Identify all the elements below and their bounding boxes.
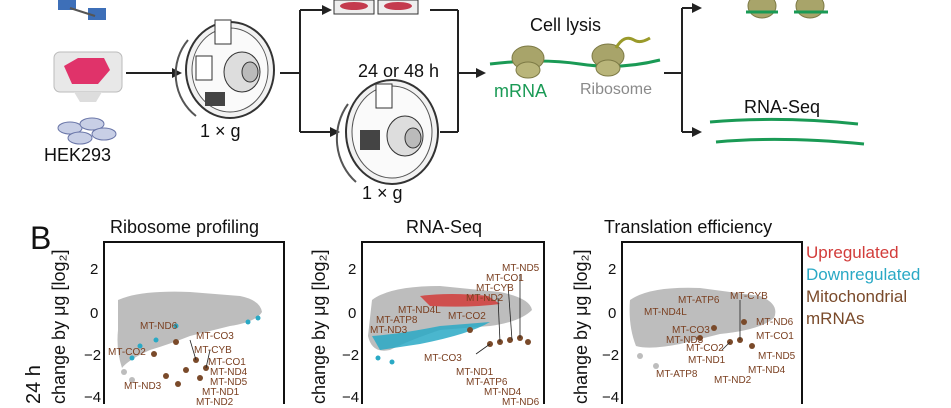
mito-label: MT-CYB (730, 291, 768, 302)
centrifuge-1-icon (174, 19, 275, 119)
mito-label: MT-ND4L (644, 307, 687, 318)
cells-icon (57, 117, 117, 145)
ytick-3-m2: −2 (602, 347, 620, 364)
mito-label: MT-CYB (194, 345, 232, 356)
ribosome-footprints-icon (746, 0, 828, 19)
gravity-label-2: 1 × g (362, 183, 403, 203)
mito-label: MT-ND6 (502, 397, 540, 408)
scatter-cloud-1 (117, 291, 262, 387)
branch-arrows (280, 5, 340, 137)
mito-label: MT-ND5 (210, 377, 248, 388)
plot-title-2: RNA-Seq (406, 217, 483, 237)
mito-label: MT-CO3 (196, 331, 234, 342)
plot-frame-3 (621, 241, 803, 404)
mito-label: MT-ND3 (666, 335, 704, 346)
centrifuge-2-icon (335, 79, 439, 185)
mito-label: MT-ATP8 (656, 369, 698, 380)
mito-label: MT-ATP8 (376, 315, 418, 326)
mito-label: MT-ND2 (466, 293, 504, 304)
ytick-1-2: 2 (90, 261, 99, 278)
mito-label: MT-ND2 (196, 397, 234, 408)
scatter-cloud-2 (368, 286, 532, 365)
plot-title-3: Translation efficiency (604, 217, 773, 237)
plot-frame-2 (361, 241, 545, 404)
panel-letter: B (30, 220, 52, 256)
ribosome-label: Ribosome (580, 81, 653, 98)
mito-label: MT-ATP6 (678, 295, 720, 306)
legend-mitochondrial: Mitochondrial (806, 287, 908, 306)
mito-label: MT-ND6 (140, 321, 178, 332)
merge-arrows (430, 9, 486, 133)
mito-label: MT-CO1 (756, 331, 794, 342)
plot-title-1: Ribosome profiling (110, 217, 260, 237)
mito-label: MT-ND5 (758, 351, 796, 362)
ytick-2-2: 2 (348, 261, 357, 278)
mito-label: MT-CO2 (108, 347, 146, 358)
satellite-icon (58, 0, 106, 20)
legend-mrnas: mRNAs (806, 309, 865, 328)
mito-label: MT-ND3 (370, 325, 408, 336)
scatter-cloud-3 (629, 287, 776, 369)
mito-label: MT-ND4 (748, 365, 786, 376)
ytick-1-m2: −2 (84, 347, 102, 364)
legend-downregulated: Downregulated (806, 265, 921, 284)
ribosome-mrna-icon (489, 36, 661, 79)
rnaseq-fragments-icon (709, 117, 865, 146)
ytick-1-0: 0 (90, 305, 99, 322)
mito-label: MT-ND4 (484, 387, 522, 398)
mrna-label: mRNA (494, 81, 547, 101)
ytick-2-m4: −4 (342, 389, 360, 406)
mito-label: MT-CO1 (208, 357, 246, 368)
mito-label: MT-ND4L (398, 305, 441, 316)
mito-label: MT-ND6 (756, 317, 794, 328)
mito-label: MT-CO3 (424, 353, 462, 364)
ytick-2-m2: −2 (342, 347, 360, 364)
cell-lysis-label: Cell lysis (530, 15, 602, 35)
mito-label: MT-ND1 (456, 367, 494, 378)
mito-label: MT-ATP6 (466, 377, 508, 388)
ytick-3-2: 2 (608, 261, 617, 278)
culture-flask-icon (53, 51, 123, 102)
mito-label: MT-CYB (476, 283, 514, 294)
cell-line-label: HEK293 (44, 145, 112, 165)
ytick-2-0: 0 (348, 305, 357, 322)
mito-label: MT-CO2 (448, 311, 486, 322)
mito-label: MT-CO1 (486, 273, 524, 284)
rnaseq-label: RNA-Seq (744, 97, 821, 117)
mito-label: MT-ND1 (688, 355, 726, 366)
ytick-1-m4: −4 (84, 389, 102, 406)
gravity-label-1: 1 × g (200, 121, 241, 141)
mito-label: MT-ND4 (210, 367, 248, 378)
arrow-1 (126, 68, 182, 78)
mito-label: MT-CO3 (672, 325, 710, 336)
mito-label: MT-ND3 (124, 381, 162, 392)
ytick-3-m4: −4 (602, 389, 620, 406)
label-leader-lines (189, 274, 741, 369)
legend-upregulated: Upregulated (806, 243, 899, 262)
duration-label: 24 or 48 h (358, 61, 440, 81)
ytick-3-0: 0 (608, 305, 617, 322)
mito-label: MT-ND2 (714, 375, 752, 386)
mito-label: MT-CO2 (686, 343, 724, 354)
mito-label: MT-ND1 (202, 387, 240, 398)
plot-frame-1 (103, 241, 285, 404)
culture-dishes-icon (333, 0, 419, 15)
output-arrows (664, 3, 702, 137)
mito-label: MT-ND5 (502, 263, 540, 274)
